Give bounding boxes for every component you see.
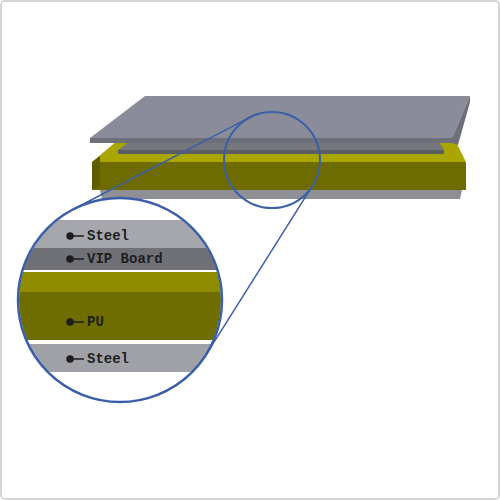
layer-label: Steel	[87, 351, 129, 367]
layer-label: PU	[87, 314, 104, 330]
leader-marks	[67, 233, 84, 362]
layer-label: Steel	[87, 228, 129, 244]
layer-label: VIP Board	[87, 251, 163, 267]
